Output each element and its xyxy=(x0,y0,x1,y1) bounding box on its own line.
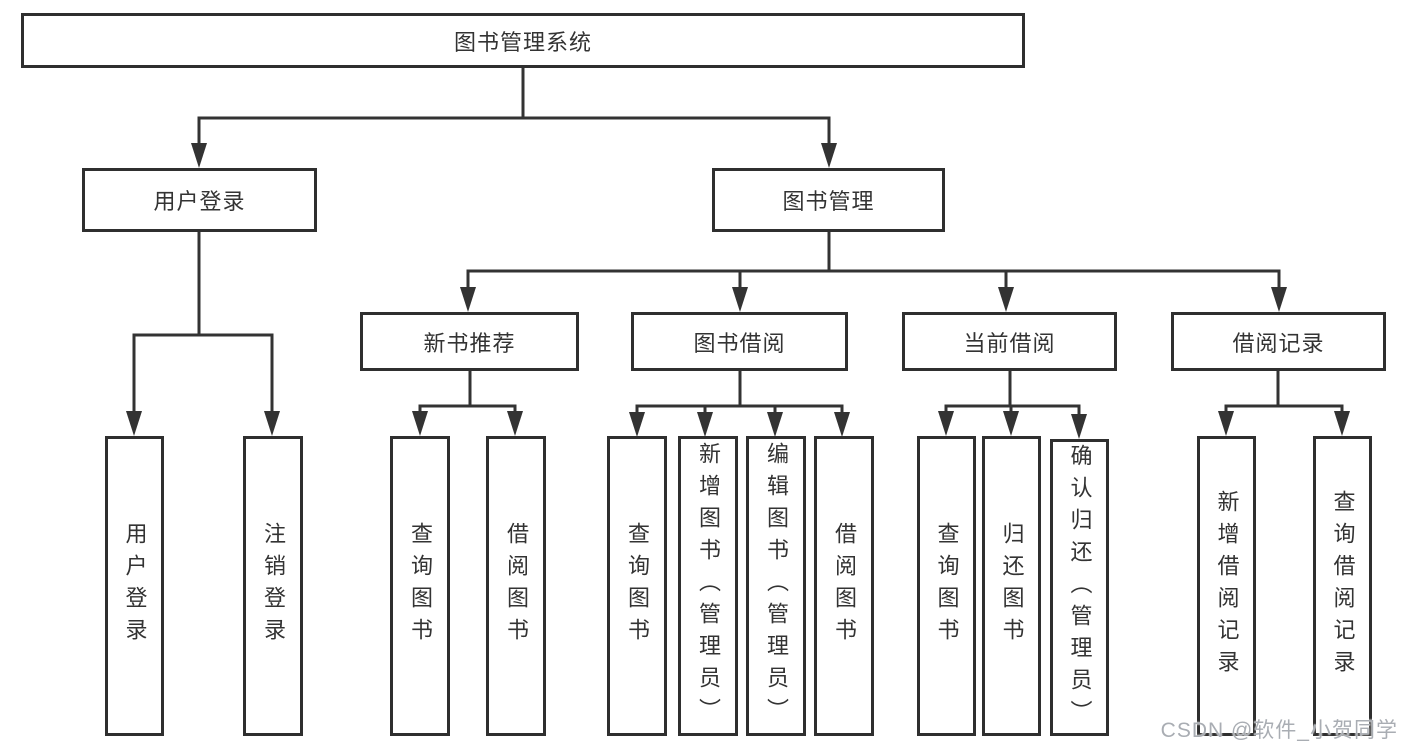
node-borrow-record-label: 借阅记录 xyxy=(1232,330,1325,356)
leaf-borrow-edit-label: 编辑图书（管理员） xyxy=(764,442,789,730)
leaf-newbook-borrow: 借阅图书 xyxy=(486,436,546,736)
node-borrow-record: 借阅记录 xyxy=(1171,312,1386,371)
node-current-borrow-label: 当前借阅 xyxy=(963,330,1056,356)
leaf-current-query-label: 查询图书 xyxy=(934,522,960,650)
leaf-user-login-label: 用户登录 xyxy=(122,522,148,650)
node-root: 图书管理系统 xyxy=(21,13,1025,68)
leaf-borrow-query: 查询图书 xyxy=(607,436,667,736)
node-book-mgmt: 图书管理 xyxy=(712,168,945,232)
leaf-borrow-borrow-label: 借阅图书 xyxy=(832,522,857,650)
node-book-mgmt-label: 图书管理 xyxy=(782,189,875,214)
leaf-newbook-borrow-label: 借阅图书 xyxy=(504,522,529,650)
leaf-current-return: 归还图书 xyxy=(982,436,1041,736)
leaf-current-query: 查询图书 xyxy=(917,436,976,736)
leaf-record-query: 查询借阅记录 xyxy=(1313,436,1372,736)
watermark: CSDN @软件_小贺同学 xyxy=(1160,719,1398,742)
leaf-newbook-query-label: 查询图书 xyxy=(408,522,433,650)
node-user-login: 用户登录 xyxy=(82,168,317,232)
node-book-borrow: 图书借阅 xyxy=(631,312,848,371)
leaf-borrow-query-label: 查询图书 xyxy=(625,522,650,650)
leaf-record-add: 新增借阅记录 xyxy=(1197,436,1256,736)
leaf-newbook-query: 查询图书 xyxy=(390,436,450,736)
leaf-record-add-label: 新增借阅记录 xyxy=(1214,490,1240,682)
leaf-borrow-edit: 编辑图书（管理员） xyxy=(746,436,806,736)
node-new-book-label: 新书推荐 xyxy=(423,330,516,356)
leaf-user-login: 用户登录 xyxy=(105,436,164,736)
node-new-book: 新书推荐 xyxy=(360,312,579,371)
leaf-borrow-borrow: 借阅图书 xyxy=(814,436,874,736)
leaf-current-return-label: 归还图书 xyxy=(999,522,1025,650)
leaf-current-confirm-label: 确认归还（管理员） xyxy=(1067,443,1093,732)
node-user-login-label: 用户登录 xyxy=(153,189,246,214)
node-root-label: 图书管理系统 xyxy=(453,29,592,55)
leaf-current-confirm: 确认归还（管理员） xyxy=(1050,439,1109,736)
leaf-borrow-add: 新增图书（管理员） xyxy=(678,436,738,736)
leaf-logout-label: 注销登录 xyxy=(261,522,286,650)
leaf-record-query-label: 查询借阅记录 xyxy=(1330,490,1356,682)
node-current-borrow: 当前借阅 xyxy=(902,312,1117,371)
node-book-borrow-label: 图书借阅 xyxy=(693,330,786,356)
leaf-logout: 注销登录 xyxy=(243,436,303,736)
leaf-borrow-add-label: 新增图书（管理员） xyxy=(696,442,721,730)
